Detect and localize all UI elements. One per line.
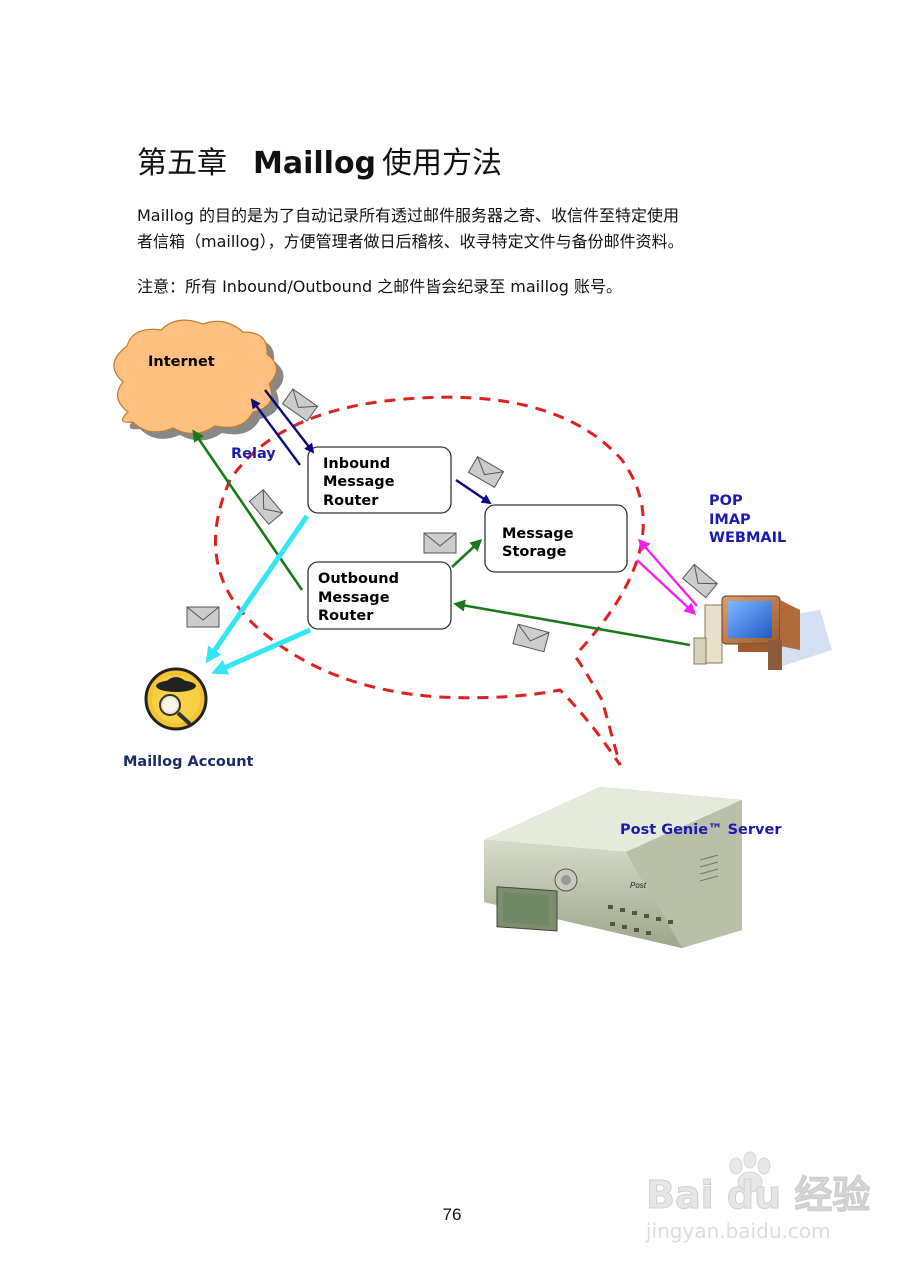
- relay-out-arrow: [250, 398, 301, 466]
- envelope-icon: [467, 456, 505, 488]
- envelope-icon: [682, 563, 718, 599]
- envelope-icon: [186, 606, 220, 628]
- relay-label: Relay: [231, 446, 276, 462]
- server-scope-dashed-outline: [213, 395, 645, 766]
- outbound-router-label: Outbound Message Router: [318, 571, 404, 624]
- internet-cloud: [113, 319, 284, 441]
- outbound-to-storage-arrow: [451, 538, 483, 568]
- envelope-icon: [423, 532, 457, 554]
- storage-to-client-arrow: [636, 559, 697, 616]
- maillog-account-label: Maillog Account: [123, 754, 254, 770]
- maillog-account-icon: [144, 667, 208, 731]
- client-computer-icon: [693, 595, 832, 670]
- envelope-icon: [248, 489, 284, 525]
- post-genie-server-label: Post Genie™ Server: [620, 822, 782, 838]
- inbound-router-label: Inbound Message Router: [323, 456, 400, 509]
- note-paragraph: 注意：所有 Inbound/Outbound 之邮件皆会纪录至 maillog …: [137, 277, 623, 296]
- outbound-to-maillog-arrow: [211, 627, 312, 675]
- server-brand: Post: [630, 881, 647, 890]
- outbound-router-box: [307, 561, 452, 630]
- title-chapter: 第五章: [137, 146, 227, 181]
- post-genie-server-image: Post: [484, 787, 742, 948]
- inbound-to-storage-arrow: [455, 479, 492, 505]
- envelope-icon: [281, 388, 319, 422]
- client-to-outbound-arrow: [453, 599, 691, 647]
- intro-line-1: Maillog 的目的是为了自动记录所有透过邮件服务器之寄、收信件至特定使用: [137, 206, 679, 225]
- watermark-brand: Bai du 经验: [646, 1173, 870, 1217]
- baidu-watermark: Bai du 经验 jingyan.baidu.com: [640, 1150, 871, 1250]
- client-to-storage-arrow: [638, 538, 698, 607]
- title-maillog: Maillog: [253, 146, 377, 181]
- page-number: 76: [442, 1205, 462, 1224]
- inbound-to-maillog-arrow: [205, 514, 310, 664]
- intro-line-2: 者信箱（maillog），方便管理者做日后稽核、收寻特定文件与备份邮件资料。: [137, 232, 684, 251]
- title-suffix: 使用方法: [382, 146, 503, 181]
- baidu-paw-logo: Bai du 经验 jingyan.baidu.com: [645, 1151, 871, 1243]
- message-storage-label: Message Storage: [502, 526, 579, 560]
- inbound-router-box: [307, 446, 452, 514]
- watermark-url: jingyan.baidu.com: [645, 1219, 831, 1243]
- outbound-to-internet-arrow: [192, 429, 304, 591]
- envelope-icon: [512, 623, 550, 653]
- message-storage-box: [484, 504, 628, 573]
- relay-in-arrow: [264, 389, 315, 454]
- maillog-diagram: Internet Relay Inbound Message Router Me…: [113, 319, 832, 948]
- intro-paragraph: Maillog 的目的是为了自动记录所有透过邮件服务器之寄、收信件至特定使用 者…: [137, 203, 777, 255]
- internet-label: Internet: [148, 354, 215, 370]
- protocol-labels: POP IMAP WEBMAIL: [709, 493, 786, 546]
